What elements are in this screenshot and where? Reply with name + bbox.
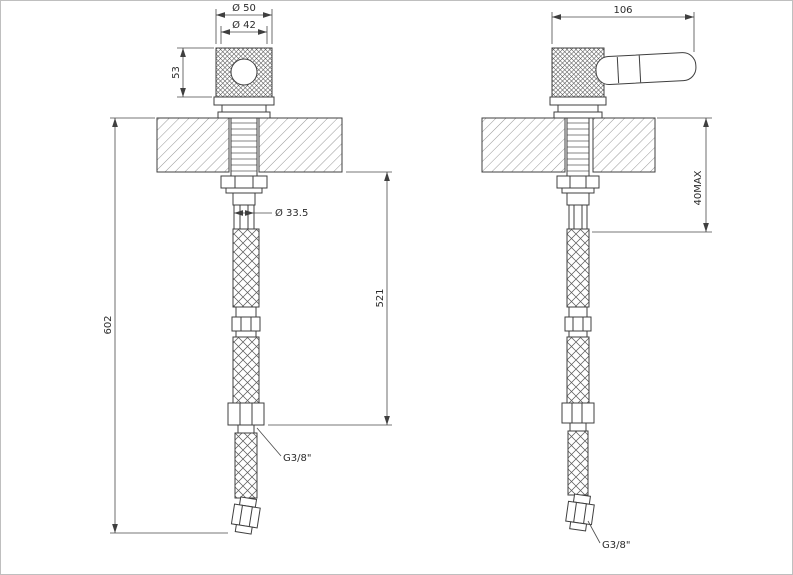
end-nut [230, 503, 261, 529]
handle-joint-line [638, 55, 642, 83]
dim-521: 521 [268, 171, 392, 426]
flex-hose-side [561, 192, 595, 532]
dim-label-40max: 40MAX [693, 170, 704, 205]
deck-hatch-left [481, 117, 566, 173]
knob-collar [549, 96, 607, 106]
hose-braid-3 [234, 432, 258, 499]
hose-ferrule [569, 422, 587, 432]
hose-union-nut [227, 402, 265, 426]
knob-front-cap [230, 58, 258, 86]
washer [225, 187, 263, 194]
base-flange [217, 111, 271, 119]
dim-label-d42: Ø 42 [232, 19, 256, 31]
leader-line [587, 520, 601, 544]
hose-mid-nut [564, 316, 592, 332]
dim-label-d50: Ø 50 [232, 2, 256, 14]
knob-neck [221, 104, 267, 113]
deck-hatch-right [258, 117, 343, 173]
base-flange [553, 111, 603, 119]
body-knurled-cylinder [551, 47, 605, 98]
knob-collar [213, 96, 275, 106]
handle-joint-line [616, 57, 620, 84]
dim-label-d335: Ø 33.5 [275, 207, 308, 219]
hose-braid-2 [566, 336, 590, 404]
mounting-nut [220, 175, 268, 194]
dim-diameter-42: Ø 42 [220, 19, 268, 44]
hose-ferrule [568, 330, 588, 338]
hose-nut-top [233, 204, 255, 230]
knob [213, 47, 275, 119]
handle-lever [595, 52, 697, 86]
thread-label: G3/8" [602, 540, 630, 551]
base-collar-side [549, 96, 607, 119]
deck-hatch-left [156, 117, 230, 173]
dim-label-521: 521 [375, 288, 386, 307]
side-view: 106 40MAX G3/8" [481, 5, 712, 551]
end-tip [234, 524, 253, 535]
hose-braid-3 [567, 430, 589, 496]
hose-adapter [232, 192, 256, 206]
dim-label-106: 106 [613, 5, 632, 16]
hose-end-fitting [230, 496, 261, 535]
threaded-shank-side [566, 117, 590, 177]
nut-body [556, 175, 600, 189]
hose-nut-top [568, 204, 588, 230]
hose-braid-2 [232, 336, 260, 404]
thread-label-g38-side: G3/8" [587, 520, 630, 551]
hose-ferrule [237, 424, 255, 434]
dim-height-53: 53 [171, 47, 214, 98]
nut-facet-line [573, 502, 577, 523]
deck-hatch-right [592, 117, 656, 173]
thread-label: G3/8" [283, 453, 311, 464]
dim-40max: 40MAX [592, 117, 712, 233]
flex-hose [227, 192, 265, 535]
washer [561, 187, 595, 194]
nut-body [220, 175, 268, 189]
hose-mid-nut [231, 316, 261, 332]
threaded-shank [230, 117, 258, 177]
dim-106: 106 [551, 5, 695, 52]
dim-label-602: 602 [103, 315, 114, 334]
hose-braid-1 [232, 228, 260, 308]
hose-ferrule [568, 306, 588, 318]
front-view: Ø 50 Ø 42 53 Ø 33.5 521 [103, 2, 392, 535]
knob-neck [557, 104, 599, 113]
leader-line [256, 427, 282, 457]
nut-facet-line [248, 506, 253, 527]
dim-diameter-33-5: Ø 33.5 [234, 207, 308, 219]
nut-facet-line [583, 503, 587, 524]
deck-section [156, 117, 343, 173]
hose-union-nut [561, 402, 595, 424]
end-nut [565, 500, 595, 526]
hose-adapter [566, 192, 590, 206]
nut-facet-line [238, 505, 243, 526]
thread-label-g38-front: G3/8" [256, 427, 311, 464]
dim-diameter-50: Ø 50 [215, 2, 273, 44]
hose-ferrule [235, 306, 257, 318]
end-tip [569, 521, 588, 532]
hose-braid-1 [566, 228, 590, 308]
dim-602: 602 [103, 117, 228, 534]
hose-ferrule [235, 330, 257, 338]
deck-section-side [481, 117, 656, 173]
handle-bar [595, 52, 697, 86]
hose-end-fitting [565, 493, 595, 532]
dim-label-53: 53 [171, 66, 182, 79]
mounting-nut-side [556, 175, 600, 194]
body-knurled [551, 47, 605, 98]
